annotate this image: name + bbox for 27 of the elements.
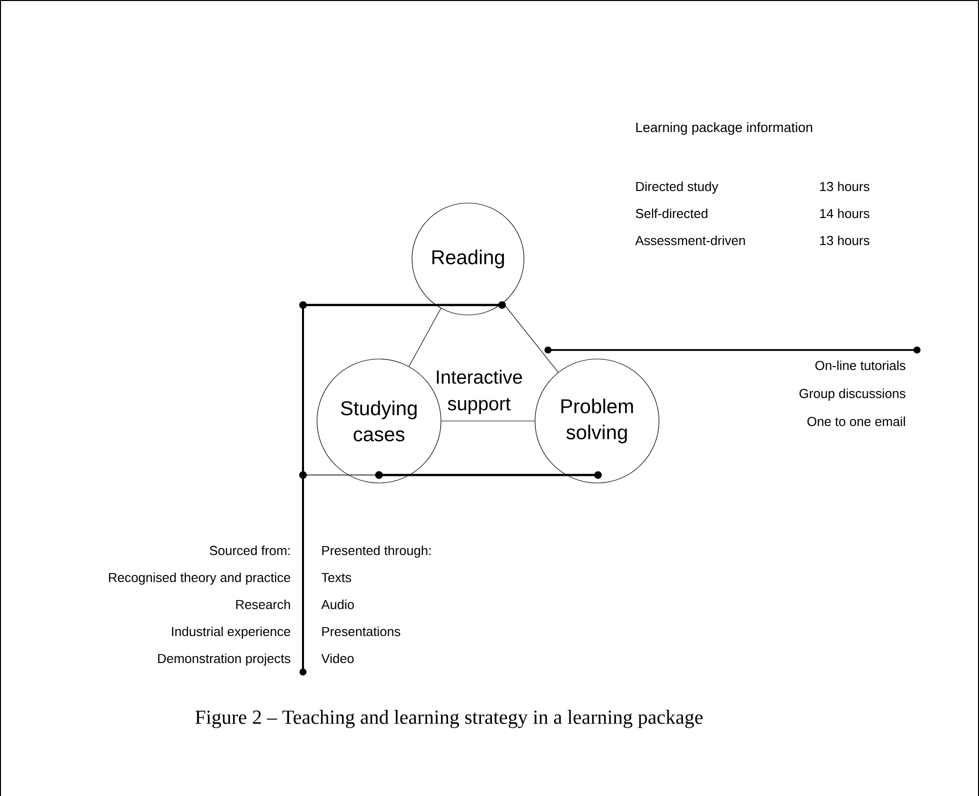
text-label: Industrial experience — [172, 626, 290, 639]
text-label: Demonstration projects — [158, 654, 290, 666]
text-label: Learning package information — [636, 122, 812, 135]
text-label: Video — [321, 654, 354, 664]
text-label: 13 hours — [820, 236, 870, 246]
leader-line — [299, 301, 506, 309]
text-label: Research — [236, 600, 290, 610]
circle-node: Problem solving — [534, 358, 660, 484]
text-label: Audio — [321, 600, 354, 610]
text-label: Presented through: — [322, 546, 431, 558]
text-label: 13 hours — [820, 182, 870, 192]
caption: Figure 2 – Teaching and learning strategy in a learning package — [195, 710, 703, 728]
leader-line — [299, 471, 383, 479]
text-label: Texts — [322, 573, 352, 582]
text-label: Group discussions — [800, 388, 906, 401]
text-label: Self-directed — [636, 208, 708, 218]
text-label: Directed study — [636, 182, 718, 194]
text-label: Assessment-driven — [635, 236, 745, 246]
connector-line — [441, 420, 535, 422]
text-label: Presentations — [322, 626, 400, 636]
connector-line — [408, 308, 442, 367]
text-label: 14 hours — [820, 208, 870, 218]
text-label: Sourced from: — [210, 546, 290, 556]
text-label: One to one email — [807, 416, 905, 426]
circle-node: Reading — [412, 202, 524, 316]
text-label: Recognised theory and practice — [109, 572, 290, 585]
text-label: On-line tutorials — [815, 360, 906, 370]
